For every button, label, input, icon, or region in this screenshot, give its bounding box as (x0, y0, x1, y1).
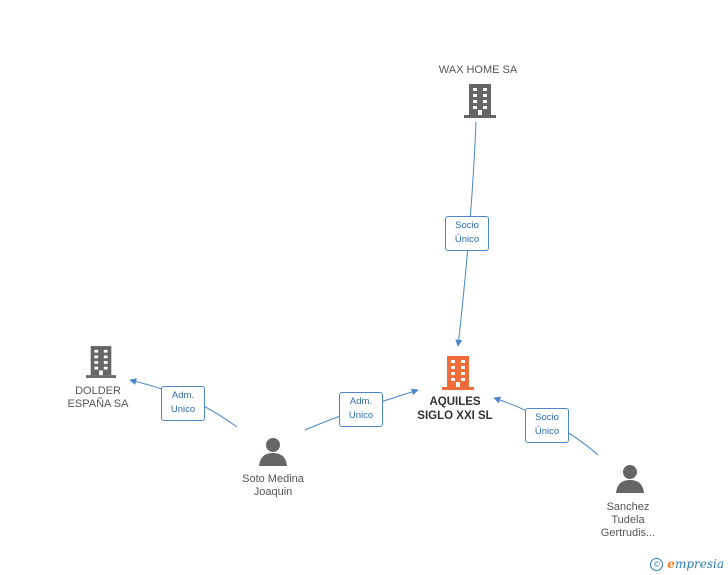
node-label-dolder: DOLDER ESPAÑA SA (67, 385, 129, 410)
edge-label-wax-socio-unico[interactable]: Socio Único (445, 216, 489, 251)
brand-logo: empresia (667, 557, 724, 571)
building-icon[interactable] (86, 345, 116, 379)
edge-label-aquiles-adm-unico[interactable]: Adm. Unico (339, 392, 383, 427)
person-icon[interactable] (615, 463, 645, 493)
copyright-icon: © (650, 557, 664, 571)
node-label-sanchez: Sanchez Tudela Gertrudis... (600, 501, 656, 539)
node-label-wax-home: WAX HOME SA (438, 64, 518, 76)
person-icon[interactable] (258, 436, 288, 466)
node-label-aquiles: AQUILES SIGLO XXI SL (417, 396, 493, 422)
brand-watermark: © empresia (650, 557, 724, 571)
building-icon-main[interactable] (441, 356, 475, 390)
node-label-soto: Soto Medina Joaquin (242, 473, 304, 498)
edge-label-sanchez-socio-unico[interactable]: Socio Único (525, 408, 569, 443)
building-icon[interactable] (464, 84, 496, 118)
edge-label-dolder-adm-unico[interactable]: Adm. Unico (161, 386, 205, 421)
edge-wax-to-aquiles (455, 121, 477, 347)
